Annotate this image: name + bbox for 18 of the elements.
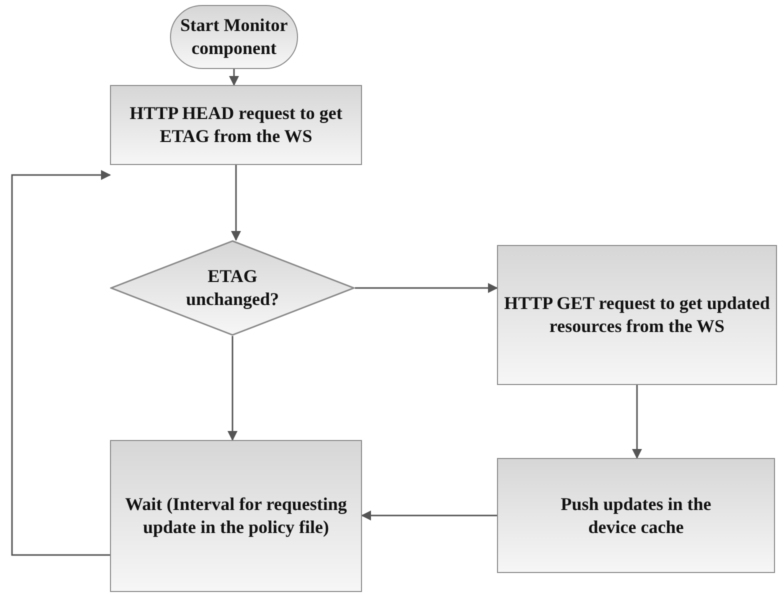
process-box [110, 440, 362, 592]
arrow [361, 510, 497, 520]
process-box [497, 245, 777, 385]
arrow [11, 170, 111, 556]
arrow [355, 283, 498, 293]
node-text: Start Monitor component [179, 14, 289, 60]
arrow [228, 336, 238, 441]
node-text: Wait (Interval for requesting update in the policy file) [124, 493, 348, 539]
arrow [229, 69, 239, 86]
arrow [231, 165, 241, 241]
node-text: HTTP GET request to get updated resources from the WS [503, 292, 771, 338]
process-box [497, 458, 775, 573]
node-text: Push updates in the device cache [560, 492, 712, 538]
process-box [110, 85, 362, 165]
node-text: ETAG unchanged? [184, 265, 280, 311]
arrow [632, 385, 642, 459]
decision-diamond [110, 240, 355, 336]
node-text: HTTP HEAD request to get ETAG from the WS [128, 102, 344, 148]
